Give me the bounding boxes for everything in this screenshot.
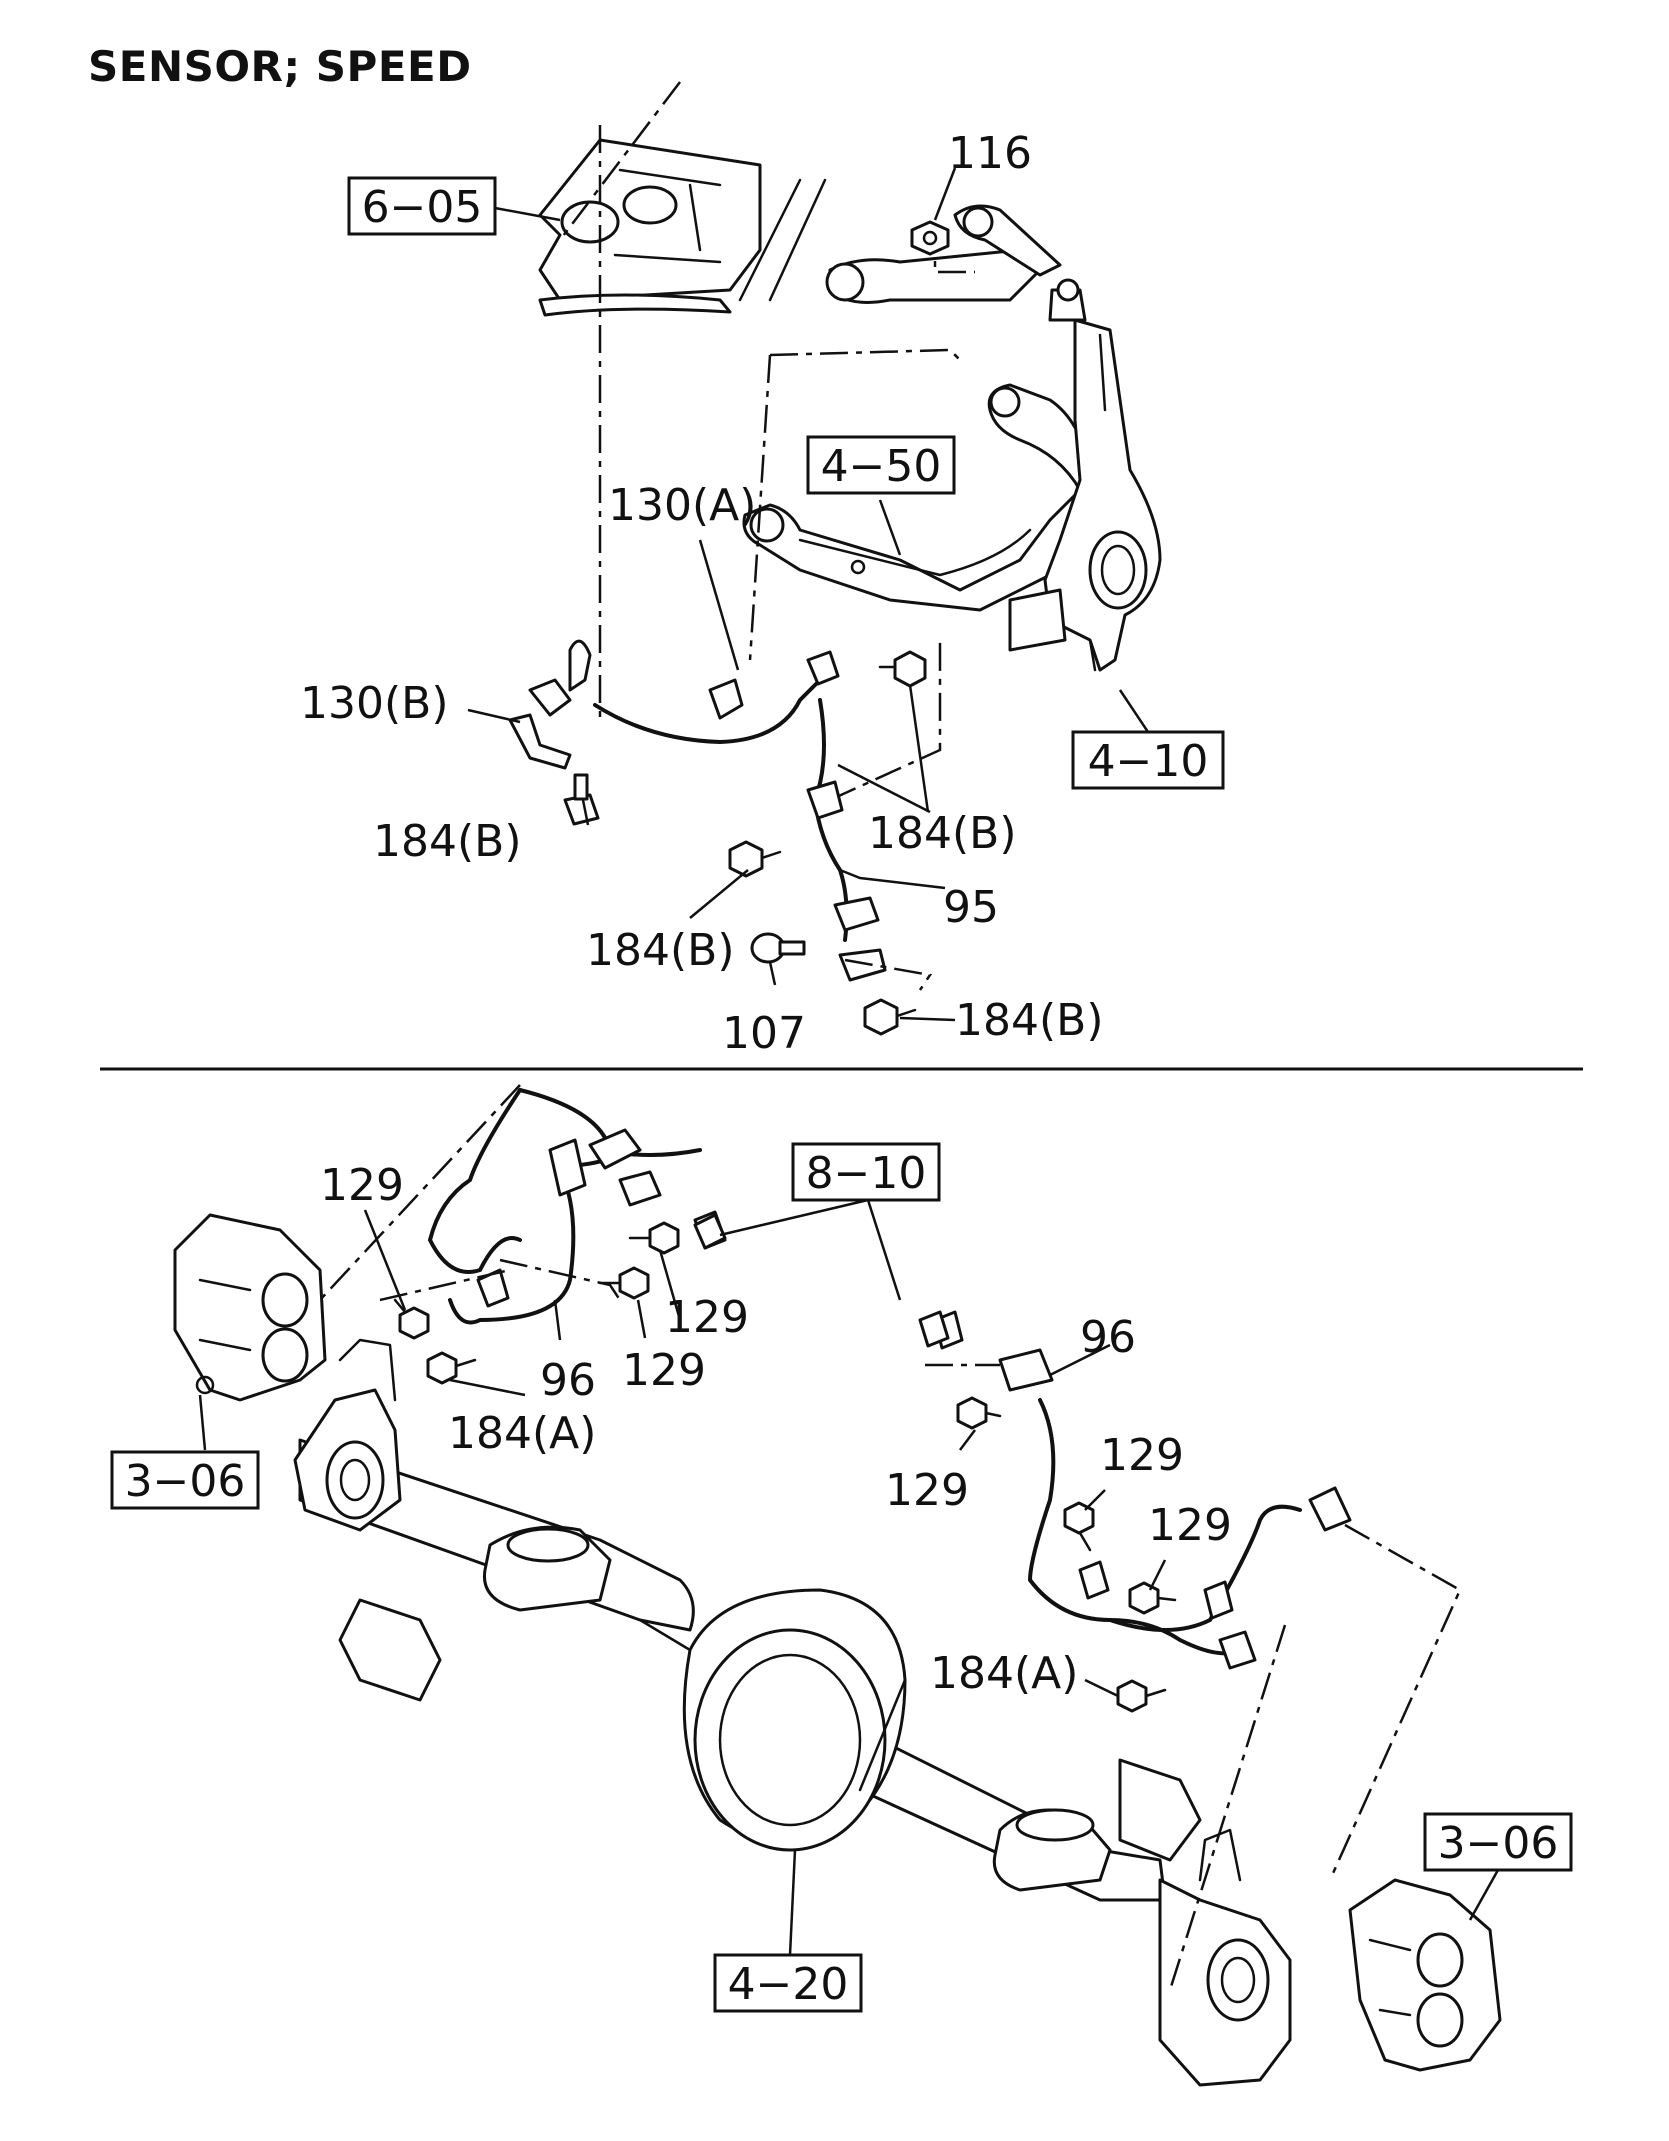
ref-box-3-06-left[interactable]: 3−06 — [110, 1450, 260, 1510]
ref-label: 3−06 — [1438, 1818, 1559, 1869]
ref-label: 3−06 — [125, 1456, 246, 1507]
bolt-184b-drawing — [878, 650, 927, 688]
part-label-129[interactable]: 129 — [622, 1345, 706, 1396]
frame-bracket-drawing — [538, 138, 827, 317]
ref-box-8-10[interactable]: 8−10 — [791, 1142, 941, 1202]
left-hub-drawing — [293, 1338, 402, 1532]
center-line — [844, 958, 933, 991]
leader-lines-upper — [467, 167, 1150, 1022]
bolt-129-drawing — [628, 1221, 680, 1255]
bracket-130b-drawing — [508, 713, 572, 770]
ref-label: 4−50 — [821, 441, 942, 492]
bolt-129-drawing — [956, 1396, 1002, 1430]
part-label-130b[interactable]: 130(B) — [300, 678, 449, 729]
right-hub-drawing — [1158, 1828, 1292, 2087]
part-label-184b[interactable]: 184(B) — [868, 808, 1017, 859]
sensor-harness-95-drawing — [528, 639, 887, 982]
leader-lines-lower — [198, 1198, 1500, 1956]
part-label-184b[interactable]: 184(B) — [955, 995, 1104, 1046]
lower-control-arm-drawing — [742, 383, 1102, 612]
ref-label: 4−20 — [728, 1959, 849, 2010]
ref-label: 4−10 — [1088, 736, 1209, 787]
bolt-184a-drawing — [426, 1351, 477, 1385]
ref-box-6-05[interactable]: 6−05 — [347, 176, 497, 236]
nut-116-drawing — [910, 220, 950, 256]
center-line — [379, 1268, 511, 1302]
center-line — [769, 348, 961, 361]
part-label-129[interactable]: 129 — [320, 1160, 404, 1211]
center-line — [499, 1258, 622, 1301]
bolt-129-drawing — [1063, 1501, 1095, 1552]
ref-box-4-20[interactable]: 4−20 — [713, 1953, 863, 2013]
page-title: SENSOR; SPEED — [88, 42, 472, 91]
bolt-184b-drawing — [863, 998, 917, 1036]
left-harness-96-drawing — [427, 1088, 727, 1325]
part-label-116[interactable]: 116 — [948, 128, 1032, 179]
part-label-129[interactable]: 129 — [665, 1292, 749, 1343]
bolt-129-drawing — [1128, 1581, 1177, 1615]
upper-control-arm-drawing — [825, 204, 1087, 322]
part-label-107[interactable]: 107 — [722, 1008, 806, 1059]
part-label-184a[interactable]: 184(A) — [930, 1648, 1078, 1699]
bolt-184b-drawing — [563, 773, 600, 826]
part-label-184b[interactable]: 184(B) — [586, 925, 735, 976]
part-label-129[interactable]: 129 — [1148, 1500, 1232, 1551]
ref-box-4-50[interactable]: 4−50 — [806, 435, 956, 495]
part-label-96[interactable]: 96 — [540, 1355, 596, 1406]
part-label-95[interactable]: 95 — [943, 882, 999, 933]
steering-knuckle-drawing — [1008, 318, 1162, 672]
part-label-129[interactable]: 129 — [1100, 1430, 1184, 1481]
bolt-184a-drawing — [1116, 1679, 1167, 1713]
bolt-184b-drawing — [728, 840, 782, 878]
ref-box-4-10[interactable]: 4−10 — [1071, 730, 1225, 790]
center-line — [829, 640, 942, 802]
left-caliper-drawing — [173, 1213, 327, 1402]
center-line — [748, 354, 772, 661]
part-label-184b[interactable]: 184(B) — [373, 816, 522, 867]
part-label-96[interactable]: 96 — [1080, 1312, 1136, 1363]
ref-label: 6−05 — [362, 182, 483, 233]
bolt-129-drawing — [598, 1266, 650, 1300]
center-line — [1168, 1624, 1287, 1991]
center-line — [559, 81, 681, 241]
part-label-129[interactable]: 129 — [885, 1465, 969, 1516]
bolt-129-drawing — [393, 1298, 430, 1340]
ref-label: 8−10 — [806, 1148, 927, 1199]
part-label-184a[interactable]: 184(A) — [448, 1408, 596, 1459]
bolt-107-drawing — [750, 932, 806, 964]
clip-810-drawing — [693, 1213, 950, 1348]
part-label-130a[interactable]: 130(A) — [608, 480, 756, 531]
ref-box-3-06-right[interactable]: 3−06 — [1423, 1812, 1573, 1872]
right-caliper-drawing — [1348, 1878, 1502, 2072]
